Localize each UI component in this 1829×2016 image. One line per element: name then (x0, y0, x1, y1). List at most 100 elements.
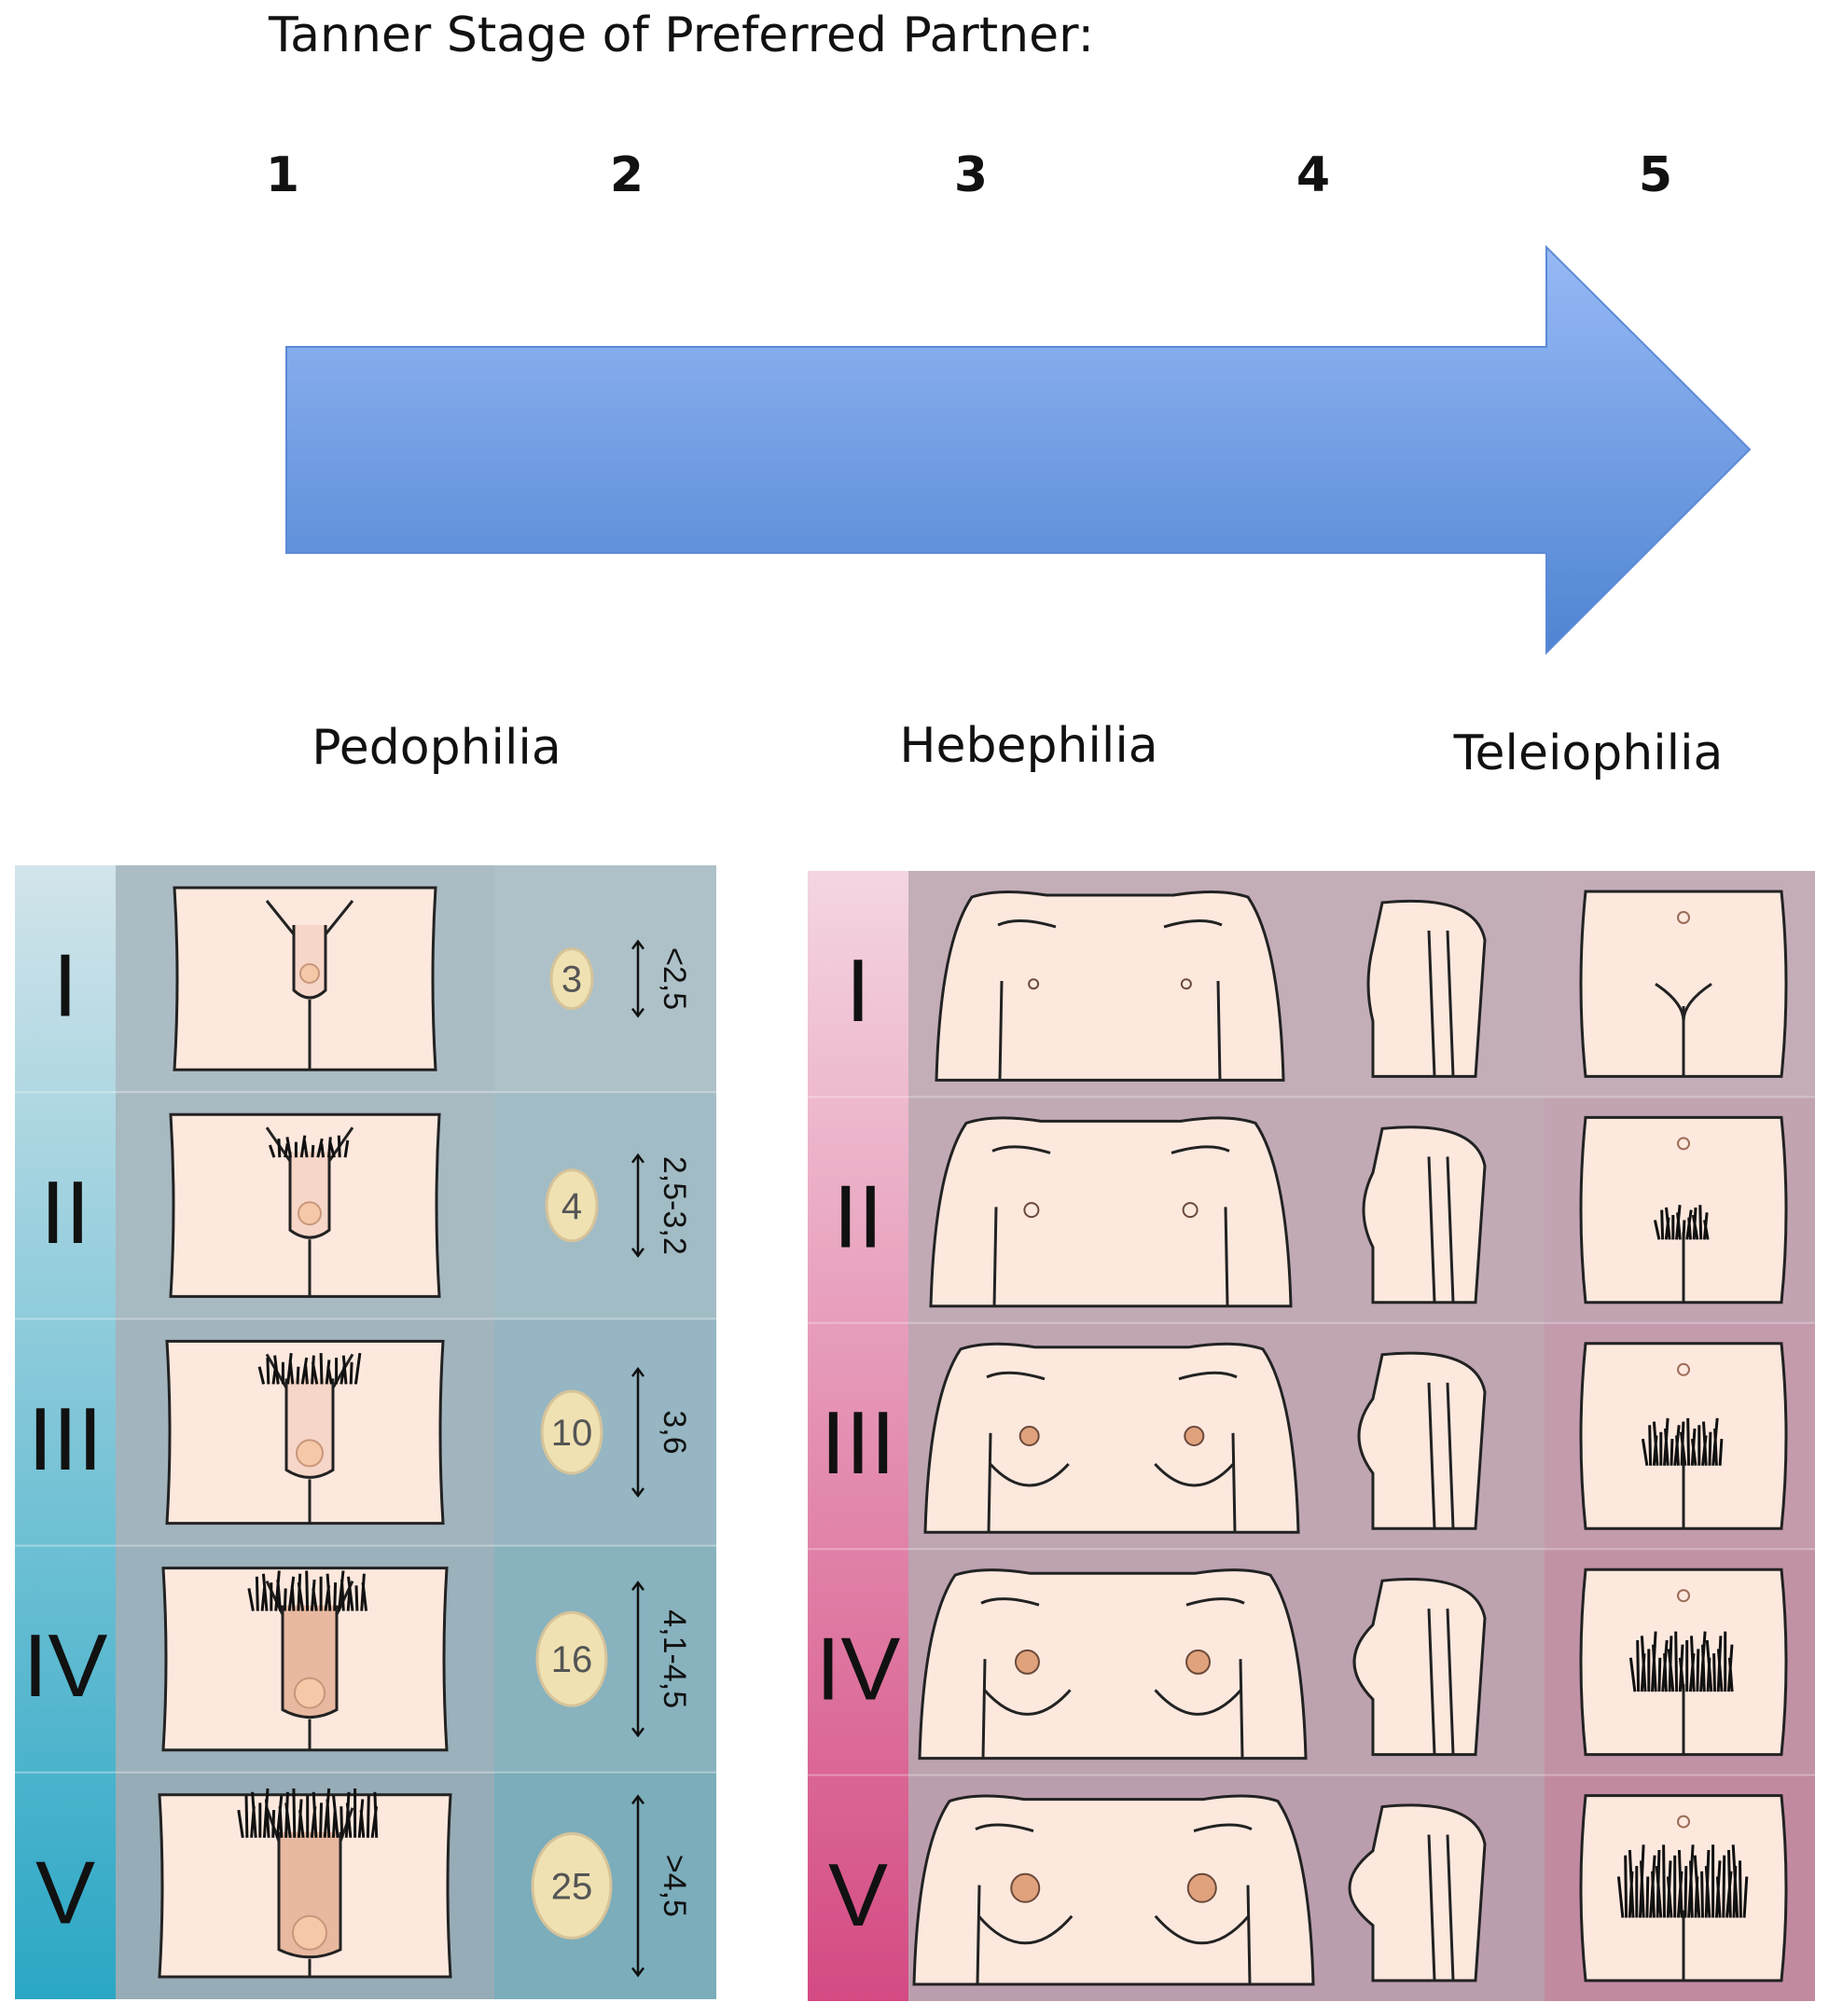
clavicle-lines (986, 1371, 1238, 1381)
arm-line (1427, 930, 1436, 1077)
male-stage-label: I (53, 936, 78, 1036)
arm-line (976, 1885, 981, 1985)
testis-volume-ellipse (549, 947, 594, 1011)
female-pubic-region (1579, 1794, 1788, 1982)
navel (1677, 1137, 1690, 1151)
navel (1677, 1815, 1690, 1829)
label-hebephilia: Hebephilia (899, 718, 1158, 774)
arm-line (1224, 1207, 1229, 1306)
male-measure-bg (494, 1092, 716, 1319)
length-arrowheads (631, 1366, 644, 1498)
label-teleiophilia: Teleiophilia (1453, 725, 1724, 781)
arm-line (998, 980, 1004, 1081)
label-pedophilia: Pedophilia (312, 720, 561, 776)
navel (1677, 1362, 1690, 1376)
male-stage-label: II (40, 1163, 90, 1263)
female-pubic-region (1579, 890, 1788, 1078)
arm-line (1427, 1834, 1436, 1981)
male-testis (299, 963, 320, 984)
arm-line (981, 1659, 987, 1759)
nipple (1185, 1649, 1212, 1675)
groin-line (265, 900, 354, 935)
testis-volume-ellipse (540, 1389, 603, 1475)
female-pubic-region (1579, 1567, 1788, 1757)
testis-length-value: >4,5 (657, 1855, 692, 1917)
female-stage-label: V (828, 1845, 888, 1945)
clavicle-lines (997, 918, 1223, 929)
stage-number-1: 1 (265, 147, 300, 203)
length-arrowheads (631, 1581, 644, 1738)
pubic-hair (237, 1788, 379, 1839)
length-arrowheads (631, 1794, 644, 1978)
length-arrowheads (631, 1153, 644, 1258)
arm-line (1239, 1659, 1244, 1759)
male-testis (298, 1201, 322, 1226)
pubic-hair (257, 1352, 362, 1385)
male-testis (292, 1914, 327, 1951)
nipple (1018, 1426, 1040, 1446)
nipple (1180, 978, 1192, 990)
female-torso-side (1362, 1125, 1487, 1305)
arm-line (1446, 1156, 1455, 1303)
arm-line (1446, 930, 1455, 1077)
progression-arrow (285, 244, 1752, 656)
female-torso-front (918, 1568, 1308, 1761)
breast-contour (977, 1914, 1074, 1945)
female-torso-front (935, 890, 1285, 1082)
female-stage-label: I (846, 941, 871, 1041)
figure-title: Tanner Stage of Preferred Partner: (269, 7, 1095, 63)
testis-volume-ellipse (545, 1168, 599, 1243)
testis-volume-value: 10 (551, 1413, 593, 1454)
nipple (1010, 1872, 1041, 1903)
testis-volume-ellipse (531, 1831, 613, 1940)
pubic-hair (1641, 1417, 1724, 1466)
female-torso-front (912, 1794, 1315, 1986)
testis-length-value: 3,6 (657, 1410, 692, 1454)
nipple (1184, 1426, 1205, 1446)
stage-number-3: 3 (953, 147, 989, 203)
nipple (1023, 1202, 1040, 1219)
length-arrowheads (631, 939, 644, 1018)
female-stage-label: III (821, 1393, 895, 1493)
clavicle-lines (975, 1823, 1253, 1833)
female-torso-front (923, 1342, 1300, 1534)
stage-number-5: 5 (1638, 147, 1673, 203)
testis-volume-value: 4 (561, 1186, 582, 1227)
male-measure-bg (494, 1319, 716, 1546)
female-stage-label: II (833, 1167, 882, 1267)
clavicle-lines (991, 1145, 1230, 1154)
breast-contour (983, 1689, 1072, 1716)
male-genital (292, 925, 327, 1000)
testis-length-value: <2,5 (657, 947, 692, 1010)
male-testis (294, 1677, 326, 1709)
male-stage-label: V (35, 1843, 95, 1942)
female-torso-side (1366, 899, 1487, 1078)
breast-contour (989, 1462, 1070, 1487)
nipple (1014, 1649, 1040, 1675)
breast-contour (1154, 1462, 1235, 1487)
nipple (1182, 1202, 1199, 1219)
pubic-hair (268, 1135, 350, 1158)
nipple (1186, 1872, 1217, 1903)
arm-line (1427, 1382, 1436, 1529)
male-measure-bg (494, 865, 716, 1093)
breast-contour (1154, 1914, 1250, 1945)
testis-volume-value: 3 (561, 960, 582, 1001)
female-pubic-region (1579, 1115, 1788, 1305)
pubic-hair (1616, 1844, 1749, 1918)
stage-number-2: 2 (609, 147, 644, 203)
arm-line (1427, 1156, 1436, 1303)
male-stage-label: III (28, 1389, 103, 1489)
male-stage-column (15, 865, 116, 1999)
groin-line (1655, 982, 1712, 1021)
arm-line (1446, 1834, 1455, 1981)
arm-line (1216, 980, 1222, 1081)
female-torso-side (1357, 1351, 1487, 1530)
arm-line (1231, 1432, 1237, 1533)
clavicle-lines (980, 1597, 1245, 1607)
male-testis (296, 1439, 324, 1468)
navel (1677, 1589, 1690, 1603)
testis-volume-value: 16 (551, 1639, 593, 1680)
